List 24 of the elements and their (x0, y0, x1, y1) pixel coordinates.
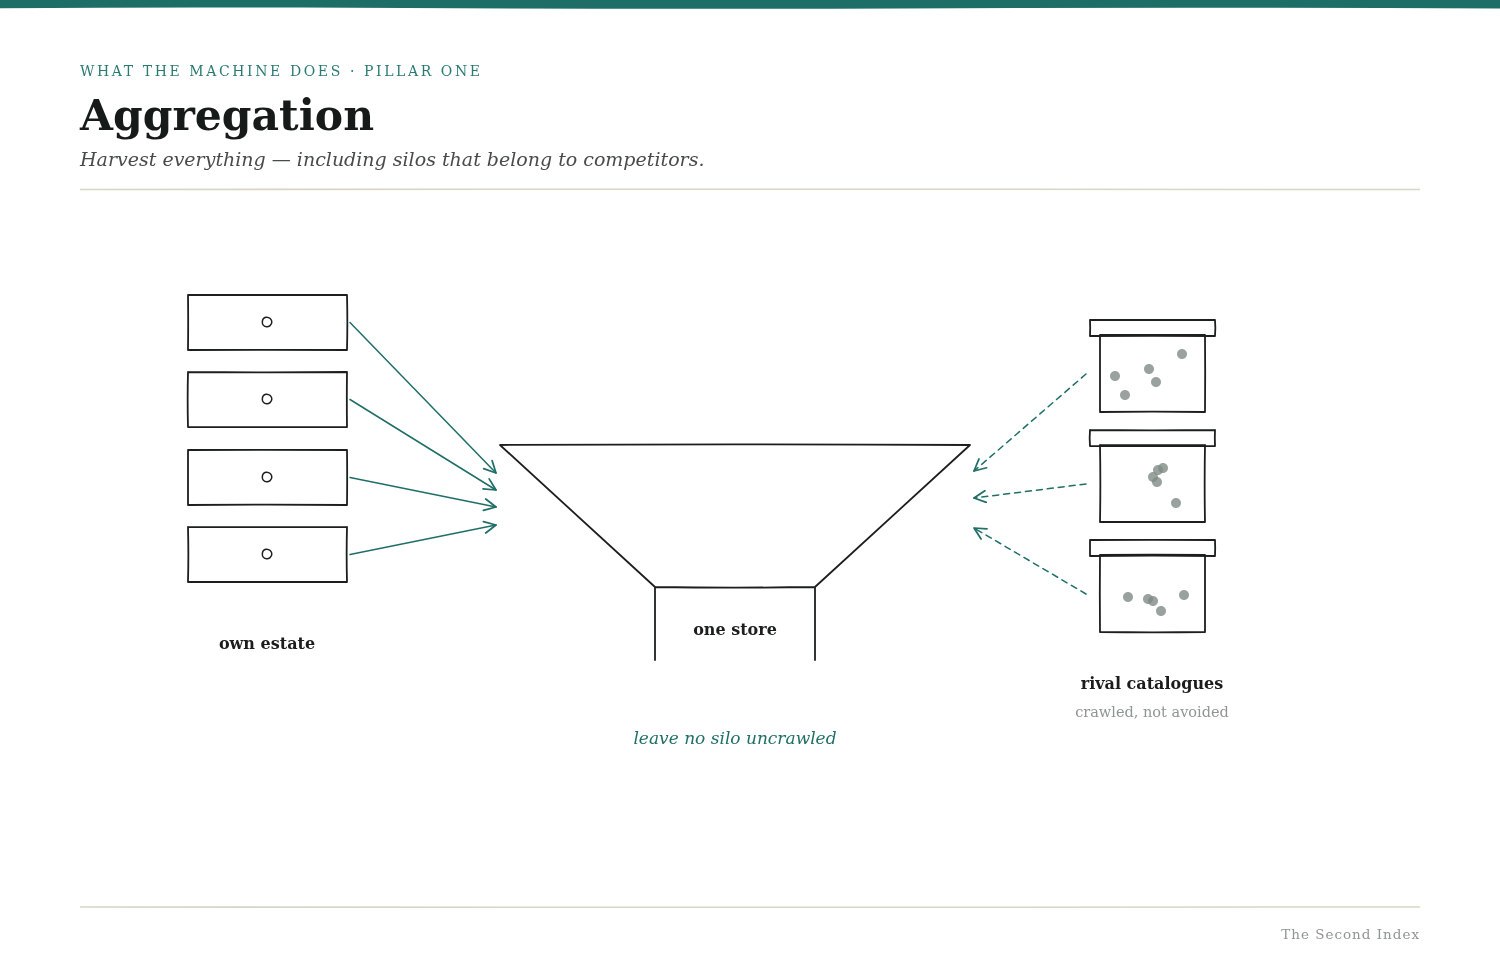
storage-box (187, 371, 348, 428)
arrow (349, 398, 497, 491)
arrow (349, 520, 497, 556)
node-label: one store (693, 620, 777, 640)
dashed-arrow (973, 483, 1087, 504)
eyebrow-text: WHAT THE MACHINE DOES · PILLAR ONE (80, 63, 483, 81)
storage-box (187, 294, 348, 351)
dashed-arrow (973, 373, 1087, 472)
lidded-box (1088, 538, 1217, 634)
arrow (349, 476, 497, 512)
group-label: rival catalogues (1080, 674, 1224, 694)
funnel-shape (498, 442, 972, 662)
group-note: crawled, not avoided (1075, 703, 1229, 722)
footer-text: The Second Index (1281, 926, 1420, 943)
subtitle: Harvest everything — including silos that belong to competitors. (80, 148, 705, 172)
group-label: own estate (218, 634, 316, 654)
dashed-arrow (973, 527, 1087, 595)
tagline: leave no silo uncrawled (633, 728, 837, 750)
arrow (349, 321, 497, 474)
lidded-box (1088, 318, 1217, 414)
page-title: Aggregation (80, 92, 375, 139)
storage-box (187, 449, 348, 506)
storage-box (187, 526, 348, 583)
lidded-box (1088, 428, 1217, 524)
